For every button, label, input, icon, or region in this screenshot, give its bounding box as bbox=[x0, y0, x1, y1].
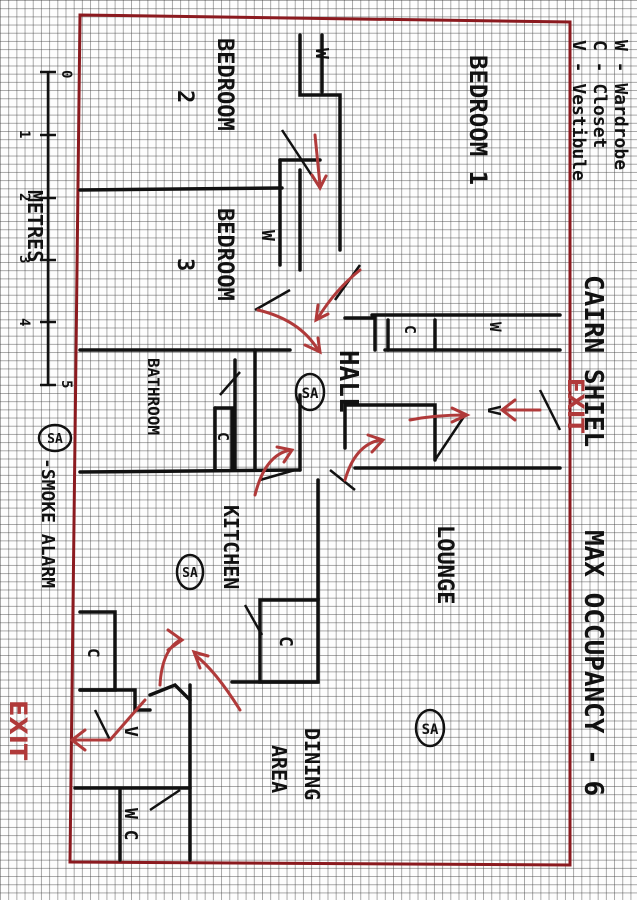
closet-kitchen: C bbox=[275, 636, 296, 647]
scale-bar bbox=[40, 70, 56, 387]
property-name: CAIRN SHIEL bbox=[578, 275, 608, 447]
legend-closet: C - Closet bbox=[589, 40, 610, 148]
scale-tick-4: 4 bbox=[16, 318, 32, 326]
svg-text:SA: SA bbox=[422, 722, 439, 738]
smoke-alarm-legend-badge: SA bbox=[37, 423, 73, 453]
exit-west-label: EXIT bbox=[4, 700, 32, 761]
legend-vestibule: V - Vestibule bbox=[568, 40, 589, 181]
max-occupancy: MAX OCCUPANCY - 6 bbox=[578, 530, 608, 796]
wardrobe-bed3: W bbox=[257, 230, 278, 241]
svg-text:SA: SA bbox=[182, 566, 198, 581]
legend-wardrobe: W - Wardrobe bbox=[610, 40, 631, 170]
scale-tick-0: 0 bbox=[58, 70, 74, 78]
wardrobe-bed2: W bbox=[311, 48, 332, 59]
bedroom1-label: BEDROOM 1 bbox=[464, 55, 492, 185]
smoke-alarm-legend-text: -SMOKE ALARM bbox=[37, 458, 58, 588]
smoke-alarm-kitchen: SA bbox=[175, 553, 205, 591]
bedroom3-number: 3 bbox=[172, 258, 197, 271]
closet-hall: C bbox=[401, 325, 419, 334]
wardrobe-hall: W bbox=[486, 322, 505, 332]
scale-tick-2: 2 bbox=[16, 193, 32, 201]
exit-east-label: EXIT bbox=[562, 378, 587, 433]
bedroom2-number: 2 bbox=[172, 90, 197, 103]
bedroom3-label: BEDROOM bbox=[212, 208, 237, 301]
smoke-alarm-lounge: SA bbox=[414, 708, 446, 748]
scale-label: METRES bbox=[23, 190, 47, 262]
dining-label: DINING bbox=[300, 728, 324, 800]
vestibule-east: V bbox=[483, 405, 504, 416]
wc-label: W C bbox=[120, 808, 141, 841]
smoke-alarm-hall: SA bbox=[294, 372, 326, 412]
bedroom2-label: BEDROOM bbox=[212, 38, 237, 131]
interior-walls bbox=[73, 33, 562, 862]
hall-label: HALL bbox=[333, 350, 363, 413]
door-swings bbox=[93, 129, 562, 812]
escape-arrows bbox=[69, 133, 542, 752]
scale-tick-5: 5 bbox=[58, 380, 74, 388]
closet-bathroom: C bbox=[214, 432, 232, 441]
kitchen-label: KITCHEN bbox=[219, 505, 243, 589]
bathroom-label: BATHROOM bbox=[144, 358, 163, 435]
scale-tick-3: 3 bbox=[16, 255, 32, 263]
svg-text:SA: SA bbox=[302, 386, 319, 402]
property-outline bbox=[68, 13, 572, 867]
svg-text:SA: SA bbox=[47, 432, 63, 447]
closet-entry: C bbox=[84, 648, 103, 658]
scale-tick-1: 1 bbox=[16, 130, 32, 138]
vestibule-west: V bbox=[120, 726, 141, 737]
lounge-label: LOUNGE bbox=[432, 525, 457, 604]
dining-area-label: AREA bbox=[267, 745, 291, 793]
